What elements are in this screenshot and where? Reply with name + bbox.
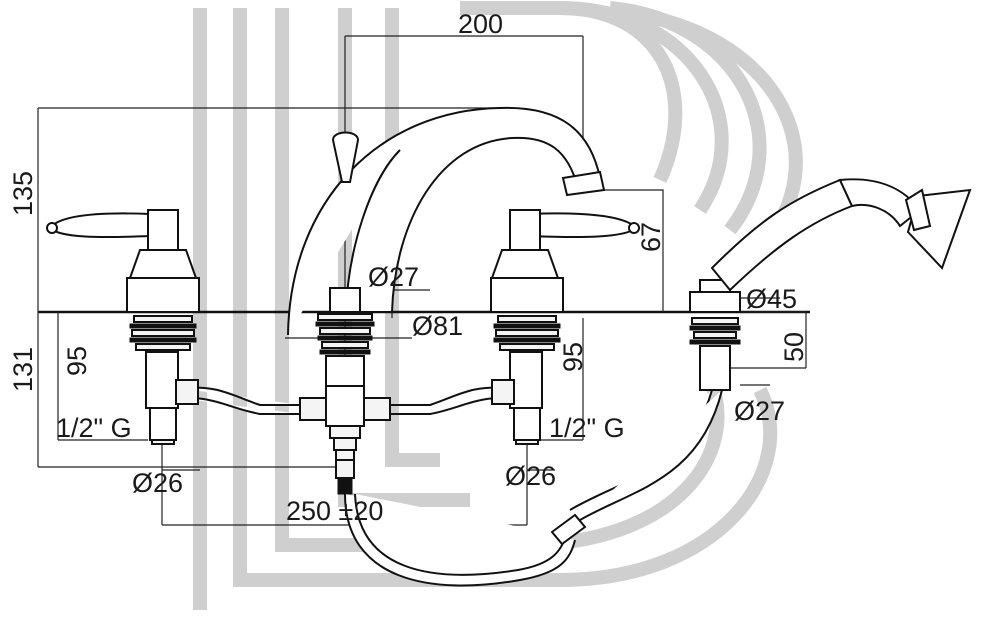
- dim-handshower-shank-length: 50: [779, 332, 809, 362]
- left-valve: [46, 209, 200, 445]
- dim-overall-height: 135: [8, 171, 38, 216]
- dim-handshower-base-diameter: Ø45: [746, 284, 797, 314]
- dim-left-inlet-diameter: Ø26: [132, 468, 183, 498]
- spout-shank: [315, 287, 375, 495]
- dim-spout-base-diameter: Ø27: [368, 262, 419, 292]
- right-valve: [490, 209, 640, 445]
- handshower: [689, 178, 972, 391]
- spout: [287, 106, 606, 336]
- dim-right-shank-length: 95: [558, 342, 588, 372]
- dim-spout-outlet-height: 67: [636, 222, 666, 252]
- dim-left-thread: 1/2" G: [56, 413, 132, 443]
- connecting-hoses: [175, 379, 515, 421]
- dim-handshower-shank-diameter: Ø27: [734, 396, 785, 426]
- dim-below-deck-length: 131: [8, 347, 38, 392]
- dimension-labels: 200 135 67 Ø27 Ø81 131 95 95 1/2" G 1/2"…: [8, 9, 809, 526]
- dim-right-thread: 1/2" G: [549, 413, 625, 443]
- dim-left-shank-length: 95: [62, 346, 92, 376]
- shower-hose: [344, 389, 723, 587]
- dim-spout-reach: 200: [458, 9, 503, 39]
- dim-right-inlet-diameter: Ø26: [505, 461, 556, 491]
- dim-valve-centres: 250 ±20: [286, 496, 383, 526]
- dim-escutcheon-diameter: Ø81: [412, 311, 463, 341]
